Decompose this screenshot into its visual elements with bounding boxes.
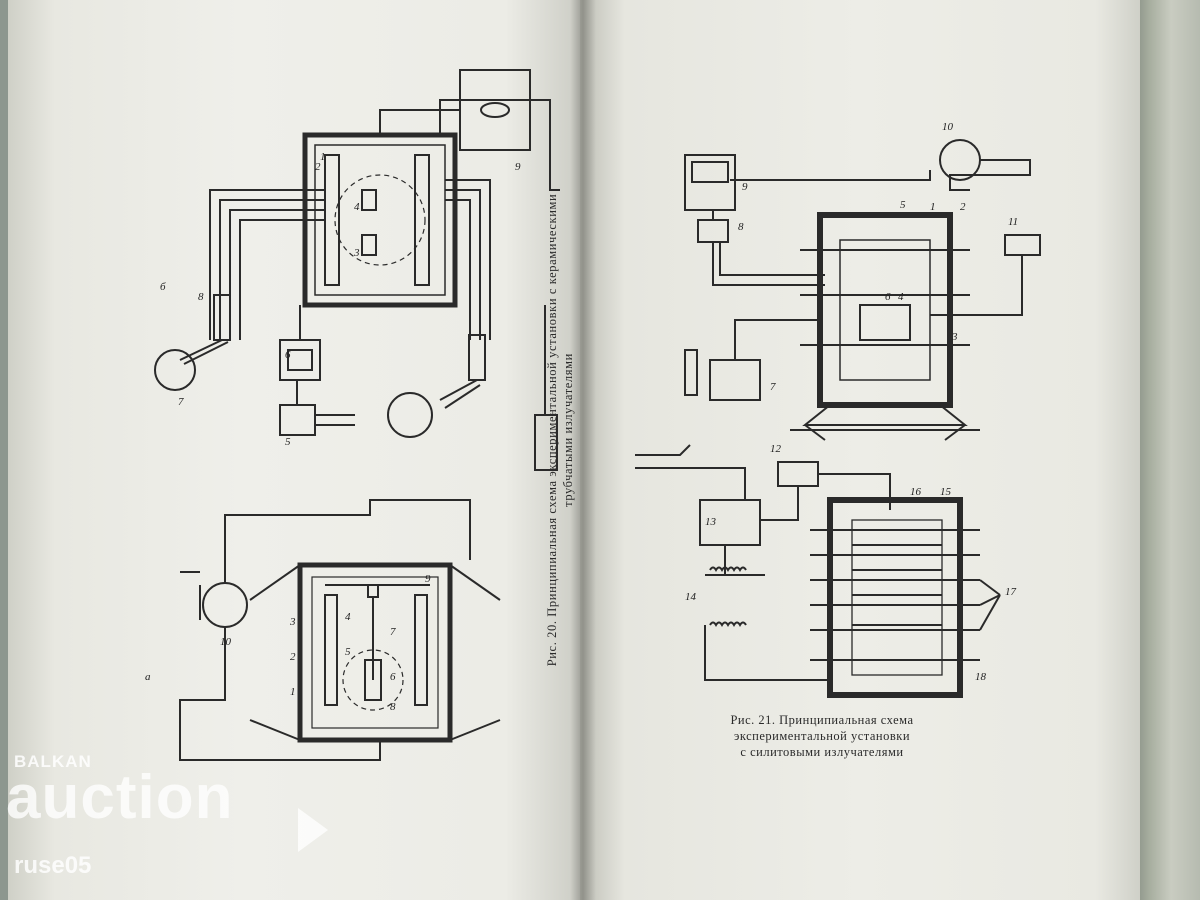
watermark-play-icon [298,808,328,852]
figure-21-caption-line1: Рис. 21. Принципиальная схема эксперимен… [730,713,914,743]
fig20-number: 2 [290,651,296,663]
fig21-number: 3 [951,331,958,343]
fig21-number: 7 [770,381,776,393]
fig20-number: 4 [345,611,351,623]
fig20-number: 1 [290,686,296,698]
fig20-number: 4 [354,201,360,213]
fig21-number: 17 [1005,586,1017,598]
fig20-number: 9 [515,161,521,173]
watermark-brand-small: BALKAN [14,752,92,771]
figure-20-caption-line2: трубчатыми излучателями [561,353,575,507]
fig21-number: 14 [685,591,697,603]
fig21-number: 4 [898,291,904,303]
fig21-number: 12 [770,443,782,455]
fig20-number: 9 [425,573,431,585]
fig21-number: 16 [910,486,922,498]
fig20-number: 8 [198,291,204,303]
fig21-number: 5 [900,199,906,211]
fig21-number: 8 [738,221,744,233]
fig21-number: 18 [975,671,987,683]
fig20-number: 3 [289,616,296,628]
figure-21-caption: Рис. 21. Принципиальная схема эксперимен… [672,712,972,760]
fig20-number: 6 [390,671,396,683]
figure-20-diagram: 2 1 3 4 5 6 7 8 9 б 9 3 2 1 4 5 7 6 8 10… [145,69,560,761]
fig21-number: 9 [742,181,748,193]
fig21-number: 6 [885,291,891,303]
book-gutter [570,0,596,900]
fig20-number: 10 [220,636,232,648]
fig20-number: 7 [390,626,396,638]
fig20-label-b: б [160,281,166,293]
figure-21-caption-line2: с силитовыми излучателями [740,745,904,759]
figure-21-diagram: 9 8 1 2 5 6 4 3 10 11 7 12 13 14 15 16 1… [635,121,1041,698]
fig21-number: 15 [940,486,952,498]
right-page [580,0,1140,900]
fig21-number: 13 [705,516,717,528]
watermark-seller: ruse05 [14,852,92,879]
fig20-number: 5 [285,436,291,448]
fig20-number: 1 [320,151,326,163]
figure-20-caption: Рис. 20. Принципиальная схема эксперимен… [544,194,576,667]
watermark-brand-big: auction [6,763,234,832]
figure-20-caption-line1: Рис. 20. Принципиальная схема эксперимен… [545,193,559,667]
fig21-number: 11 [1008,216,1018,228]
fig20-number: 8 [390,701,396,713]
fig20-number: 7 [178,396,184,408]
book-cover-edge [1128,0,1200,900]
fig20-number: 5 [345,646,351,658]
fig20-number: 2 [315,161,321,173]
fig20-number: 6 [285,349,291,361]
fig21-number: 1 [930,201,936,213]
fig21-number: 10 [942,121,954,133]
fig20-number: 3 [353,247,360,259]
fig20-label-a: а [145,671,151,683]
fig21-number: 2 [960,201,966,213]
